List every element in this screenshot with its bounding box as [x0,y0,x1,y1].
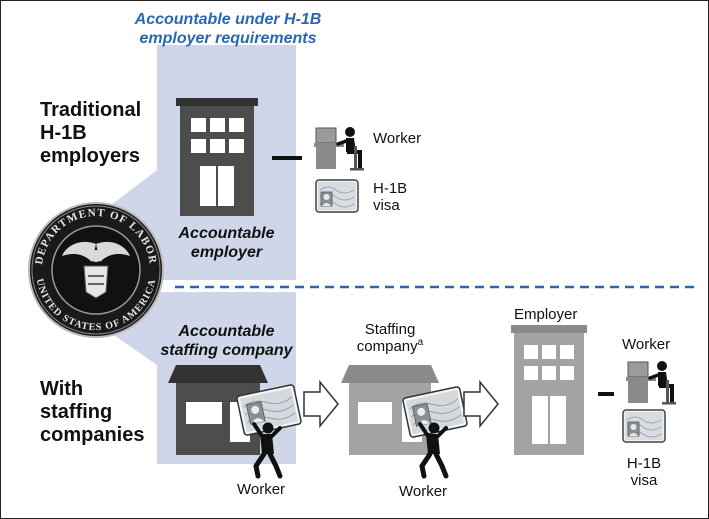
section-label-traditional: Traditional H-1B employers [40,99,141,168]
employer-gray-building-icon [511,325,587,455]
header-line-1: Accountable under H-1B [134,11,322,28]
worker-label-mid: Worker [398,483,448,500]
header-title: Accountable under H-1B employer requirem… [98,10,358,48]
visa-label-top: H-1B visa [373,180,407,214]
worker-at-desk-icon [624,359,678,407]
accountable-employer-line-1: Accountable [178,225,275,242]
worker-label-left: Worker [236,481,286,498]
worker-label-top: Worker [373,130,422,147]
footnote-marker: a [417,337,424,348]
header-line-2: employer requirements [139,30,317,47]
section-label-line: employers [40,145,141,167]
department-of-labor-seal-icon: DEPARTMENT OF LABOR UNITED STATES OF AME… [28,202,164,338]
h1b-visa-icon [315,179,359,213]
accountable-employer-line-2: employer [190,244,263,261]
section-label-line: staffing [40,401,113,423]
arrow-right-icon [303,379,339,429]
h1b-visa-icon [622,409,666,443]
section-label-staffing: With staffing companies [40,378,144,447]
accountable-staffing-line-2: staffing company [160,342,293,359]
section-label-line: companies [40,424,145,446]
visa-label-line-2: visa [630,472,658,489]
visa-label-line-1: H-1B [373,180,408,197]
staffing-company-label: Staffing companya [345,321,435,355]
section-label-line: Traditional [40,99,142,121]
visa-label-bottom: H-1B visa [614,455,674,489]
accountable-employer-label: Accountable employer [157,224,296,262]
accountable-staffing-line-1: Accountable [178,323,275,340]
section-label-line: H-1B [40,122,87,144]
employer-building-icon [176,98,258,216]
visa-label-line-2: visa [373,197,400,214]
accountable-staffing-label: Accountable staffing company [157,322,296,360]
worker-label-right: Worker [622,336,671,353]
staffing-company-line-1: Staffing [364,321,416,338]
worker-at-desk-icon [312,125,366,173]
arrow-right-icon [463,379,499,429]
section-label-line: With [40,378,84,400]
staffing-company-line-2: company [356,338,418,355]
employer-label: Employer [514,306,578,323]
visa-label-line-1: H-1B [626,455,662,472]
